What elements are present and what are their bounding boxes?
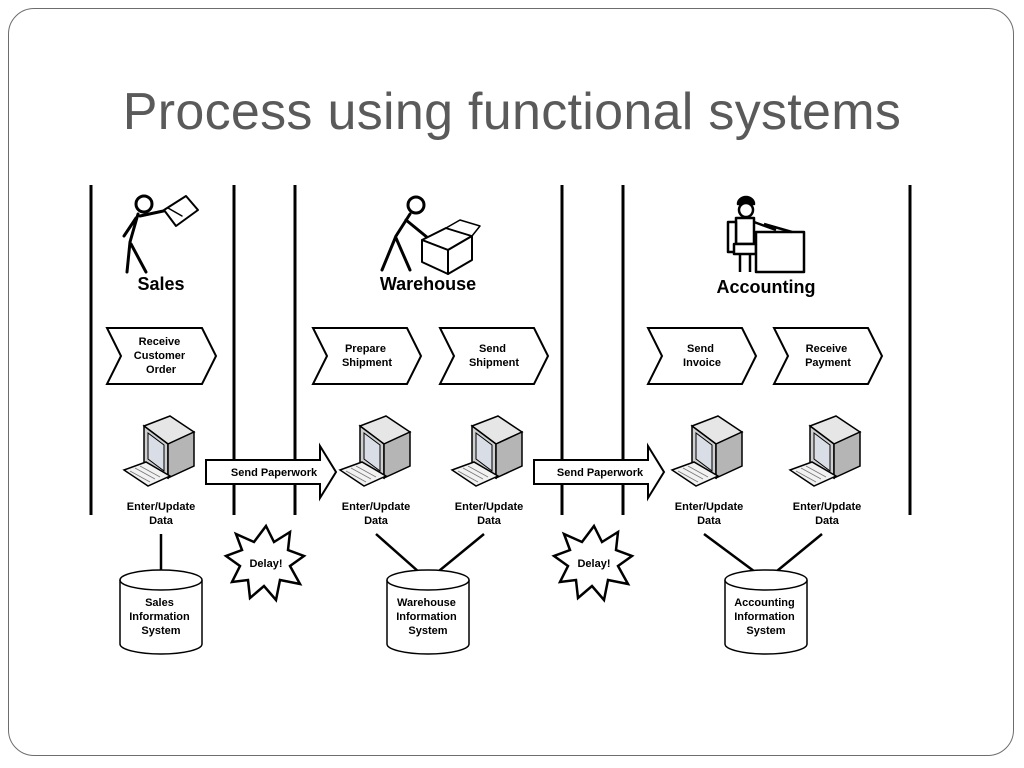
- computer-icon: [339, 415, 411, 487]
- computer-label-line: Data: [697, 515, 722, 527]
- db-text-line: System: [746, 625, 785, 637]
- delay-label: Delay!: [249, 558, 282, 570]
- computer-label-line: Data: [364, 515, 389, 527]
- svg-text:Accounting Information: Accounting Information System: [734, 597, 798, 637]
- delay-label: Delay!: [577, 558, 610, 570]
- warehouse-database-icon: Warehouse Information System: [386, 569, 470, 655]
- computer-label-line: Enter/Update: [342, 501, 410, 513]
- computer-label-line: Enter/Update: [793, 501, 861, 513]
- computer-label-line: Enter/Update: [675, 501, 743, 513]
- step-prepare-shipment: Prepare Shipment: [311, 327, 423, 385]
- db-text-line: System: [141, 625, 180, 637]
- warehouse-worker-icon: [380, 195, 481, 275]
- computer-label-line: Data: [477, 515, 502, 527]
- computer-icon: [671, 415, 743, 487]
- step-receive-payment: Receive Payment: [772, 327, 884, 385]
- send-paperwork-arrow: Send Paperwork: [533, 442, 666, 502]
- computer-icon: [451, 415, 523, 487]
- send-paperwork-arrow: Send Paperwork: [205, 442, 338, 502]
- db-text-line: Warehouse: [397, 597, 456, 609]
- computer-labels: Enter/Update Data Enter/Update Data Ente…: [127, 501, 861, 527]
- send-paperwork-label: Send Paperwork: [557, 467, 644, 479]
- db-text-line: Accounting: [734, 597, 795, 609]
- svg-text:Warehouse Information: Warehouse Information System: [396, 597, 460, 637]
- computer-icon: [123, 415, 195, 487]
- db-text-line: Information: [734, 611, 795, 623]
- db-text-line: Sales: [145, 597, 174, 609]
- step-text-line: Customer: [134, 350, 186, 362]
- db-text-line: Information: [129, 611, 190, 623]
- computer-label-line: Enter/Update: [455, 501, 523, 513]
- svg-text:Send Invoice: Send Invoice: [683, 343, 721, 369]
- delay-burst-icon: Delay!: [551, 523, 635, 603]
- delay-burst-icon: Delay!: [223, 523, 307, 603]
- svg-text:Sales Information: Sales Information System: [129, 597, 193, 637]
- svg-text:Send Shipment: Send Shipment: [469, 343, 519, 369]
- dept-accounting-label: Accounting: [717, 277, 816, 297]
- send-paperwork-label: Send Paperwork: [231, 467, 318, 479]
- step-text-line: Receive: [139, 336, 181, 348]
- svg-text:Prepare Shipment: Prepare Shipment: [342, 343, 392, 369]
- step-send-invoice: Send Invoice: [646, 327, 758, 385]
- sales-database-icon: Sales Information System: [119, 569, 203, 655]
- step-text-line: Order: [146, 364, 177, 376]
- step-text-line: Prepare: [345, 343, 386, 355]
- step-text-line: Payment: [805, 357, 851, 369]
- salesperson-icon: [122, 194, 199, 274]
- slide-title: Process using functional systems: [122, 83, 902, 141]
- svg-text:Receive Customer O: Receive Customer Order: [134, 336, 188, 376]
- step-text-line: Shipment: [469, 357, 519, 369]
- computer-label-line: Data: [149, 515, 174, 527]
- computer-label-line: Enter/Update: [127, 501, 195, 513]
- computer-icon: [789, 415, 861, 487]
- db-text-line: System: [408, 625, 447, 637]
- accounting-database-icon: Accounting Information System: [724, 569, 808, 655]
- dept-warehouse-label: Warehouse: [380, 274, 476, 294]
- step-receive-order: Receive Customer Order: [105, 327, 218, 385]
- svg-text:Receive Payment: Receive Payment: [805, 343, 851, 369]
- step-text-line: Send: [687, 343, 714, 355]
- db-text-line: Information: [396, 611, 457, 623]
- step-text-line: Receive: [806, 343, 848, 355]
- step-send-shipment: Send Shipment: [438, 327, 550, 385]
- step-text-line: Send: [479, 343, 506, 355]
- accountant-icon: [726, 195, 806, 274]
- dept-sales-label: Sales: [137, 274, 184, 294]
- step-text-line: Shipment: [342, 357, 392, 369]
- computer-label-line: Data: [815, 515, 840, 527]
- step-text-line: Invoice: [683, 357, 721, 369]
